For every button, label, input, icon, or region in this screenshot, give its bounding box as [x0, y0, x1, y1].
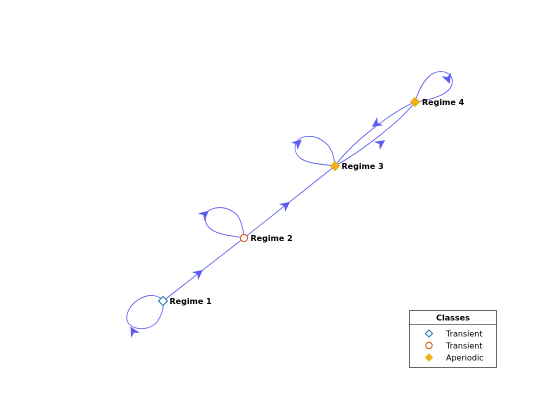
- arrowhead-regime-1-to-regime-2: [191, 269, 203, 281]
- node-regime-3-marker[interactable]: [329, 160, 341, 172]
- edge-regime-2-to-regime-3: [243, 165, 336, 239]
- legend-marker-aperiodic-diamond: [424, 353, 434, 362]
- edge-regime-3-to-regime-4: [334, 101, 416, 167]
- edge-regime-4-self-loop: [414, 71, 453, 103]
- legend-marker-transient-circle: [425, 341, 433, 350]
- node-regime-4-label: Regime 4: [422, 98, 465, 107]
- edge-arrowheads: [130, 72, 451, 338]
- edge-regime-3-self-loop: [294, 135, 336, 167]
- nodes-layer: Regime 1 Regime 2 Regime 3 Regime 4: [157, 96, 465, 307]
- node-regime-4-marker[interactable]: [409, 96, 421, 108]
- node-regime-2-label: Regime 2: [251, 234, 293, 243]
- legend-marker-transient-diamond: [424, 329, 434, 338]
- legend-entry-transient-1: Transient: [445, 330, 483, 339]
- arrowhead-regime-4-to-regime-3: [371, 117, 383, 127]
- legend-entry-aperiodic: Aperiodic: [446, 354, 484, 363]
- node-regime-3-label: Regime 3: [342, 162, 384, 171]
- arrowhead-regime-3-to-regime-4: [374, 140, 386, 150]
- edge-regime-1-to-regime-2: [162, 237, 245, 302]
- node-regime-1-marker[interactable]: [157, 295, 169, 307]
- legend-entry-transient-2: Transient: [445, 342, 483, 351]
- node-regime-2-marker[interactable]: [239, 233, 249, 243]
- arrowhead-regime-1-loop: [130, 326, 140, 338]
- arrowhead-regime-2-to-regime-3: [278, 201, 290, 213]
- node-regime-1-label: Regime 1: [170, 297, 213, 306]
- arrowhead-regime-3-loop: [290, 139, 302, 151]
- arrowhead-regime-4-loop: [441, 72, 451, 84]
- edges-layer: [126, 71, 453, 330]
- legend: Classes Transient Transient Aperiodic: [409, 310, 497, 368]
- arrowhead-regime-2-loop: [197, 210, 209, 222]
- edge-regime-4-to-regime-3: [334, 101, 416, 167]
- edge-regime-1-self-loop: [126, 295, 164, 330]
- legend-title: Classes: [436, 314, 470, 323]
- legend-box: [409, 310, 497, 368]
- edge-regime-2-self-loop: [204, 207, 245, 239]
